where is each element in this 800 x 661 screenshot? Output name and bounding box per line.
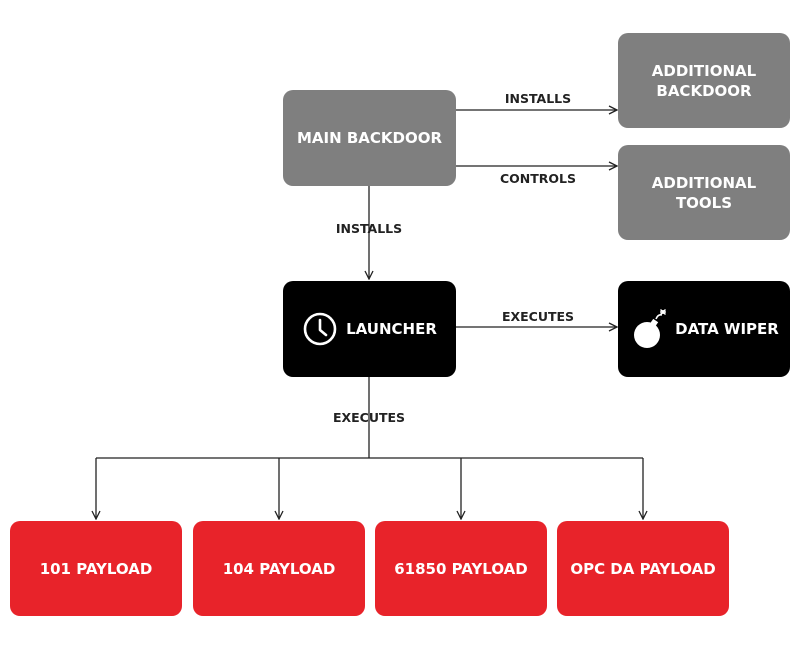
edge-label-executes-payloads: EXECUTES [332, 410, 406, 425]
node-payload-opcda-label: OPC DA PAYLOAD [570, 559, 716, 578]
node-payload-opcda: OPC DA PAYLOAD [557, 521, 729, 616]
node-payload-101: 101 PAYLOAD [10, 521, 182, 616]
node-payload-101-label: 101 PAYLOAD [39, 559, 153, 578]
edge-label-installs-launcher: INSTALLS [335, 221, 403, 236]
node-payload-61850-label: 61850 PAYLOAD [394, 559, 528, 578]
edge-label-executes-wiper: EXECUTES [501, 309, 575, 324]
edge-label-controls-tools: CONTROLS [499, 171, 577, 186]
node-payload-104: 104 PAYLOAD [193, 521, 365, 616]
node-main-backdoor: MAIN BACKDOOR [283, 90, 456, 186]
node-payload-61850: 61850 PAYLOAD [375, 521, 547, 616]
node-additional-backdoor-label: ADDITIONAL BACKDOOR [651, 61, 757, 100]
node-launcher-label: LAUNCHER [346, 320, 437, 338]
bomb-icon [629, 307, 669, 351]
node-data-wiper-label: DATA WIPER [675, 320, 779, 338]
node-additional-backdoor: ADDITIONAL BACKDOOR [618, 33, 790, 128]
clock-icon [302, 311, 338, 347]
node-launcher: LAUNCHER [283, 281, 456, 377]
node-data-wiper: DATA WIPER [618, 281, 790, 377]
node-payload-104-label: 104 PAYLOAD [222, 559, 336, 578]
node-main-backdoor-label: MAIN BACKDOOR [296, 129, 443, 147]
edge-label-installs-backdoor: INSTALLS [504, 91, 572, 106]
node-additional-tools: ADDITIONAL TOOLS [618, 145, 790, 240]
node-additional-tools-label: ADDITIONAL TOOLS [651, 173, 757, 212]
